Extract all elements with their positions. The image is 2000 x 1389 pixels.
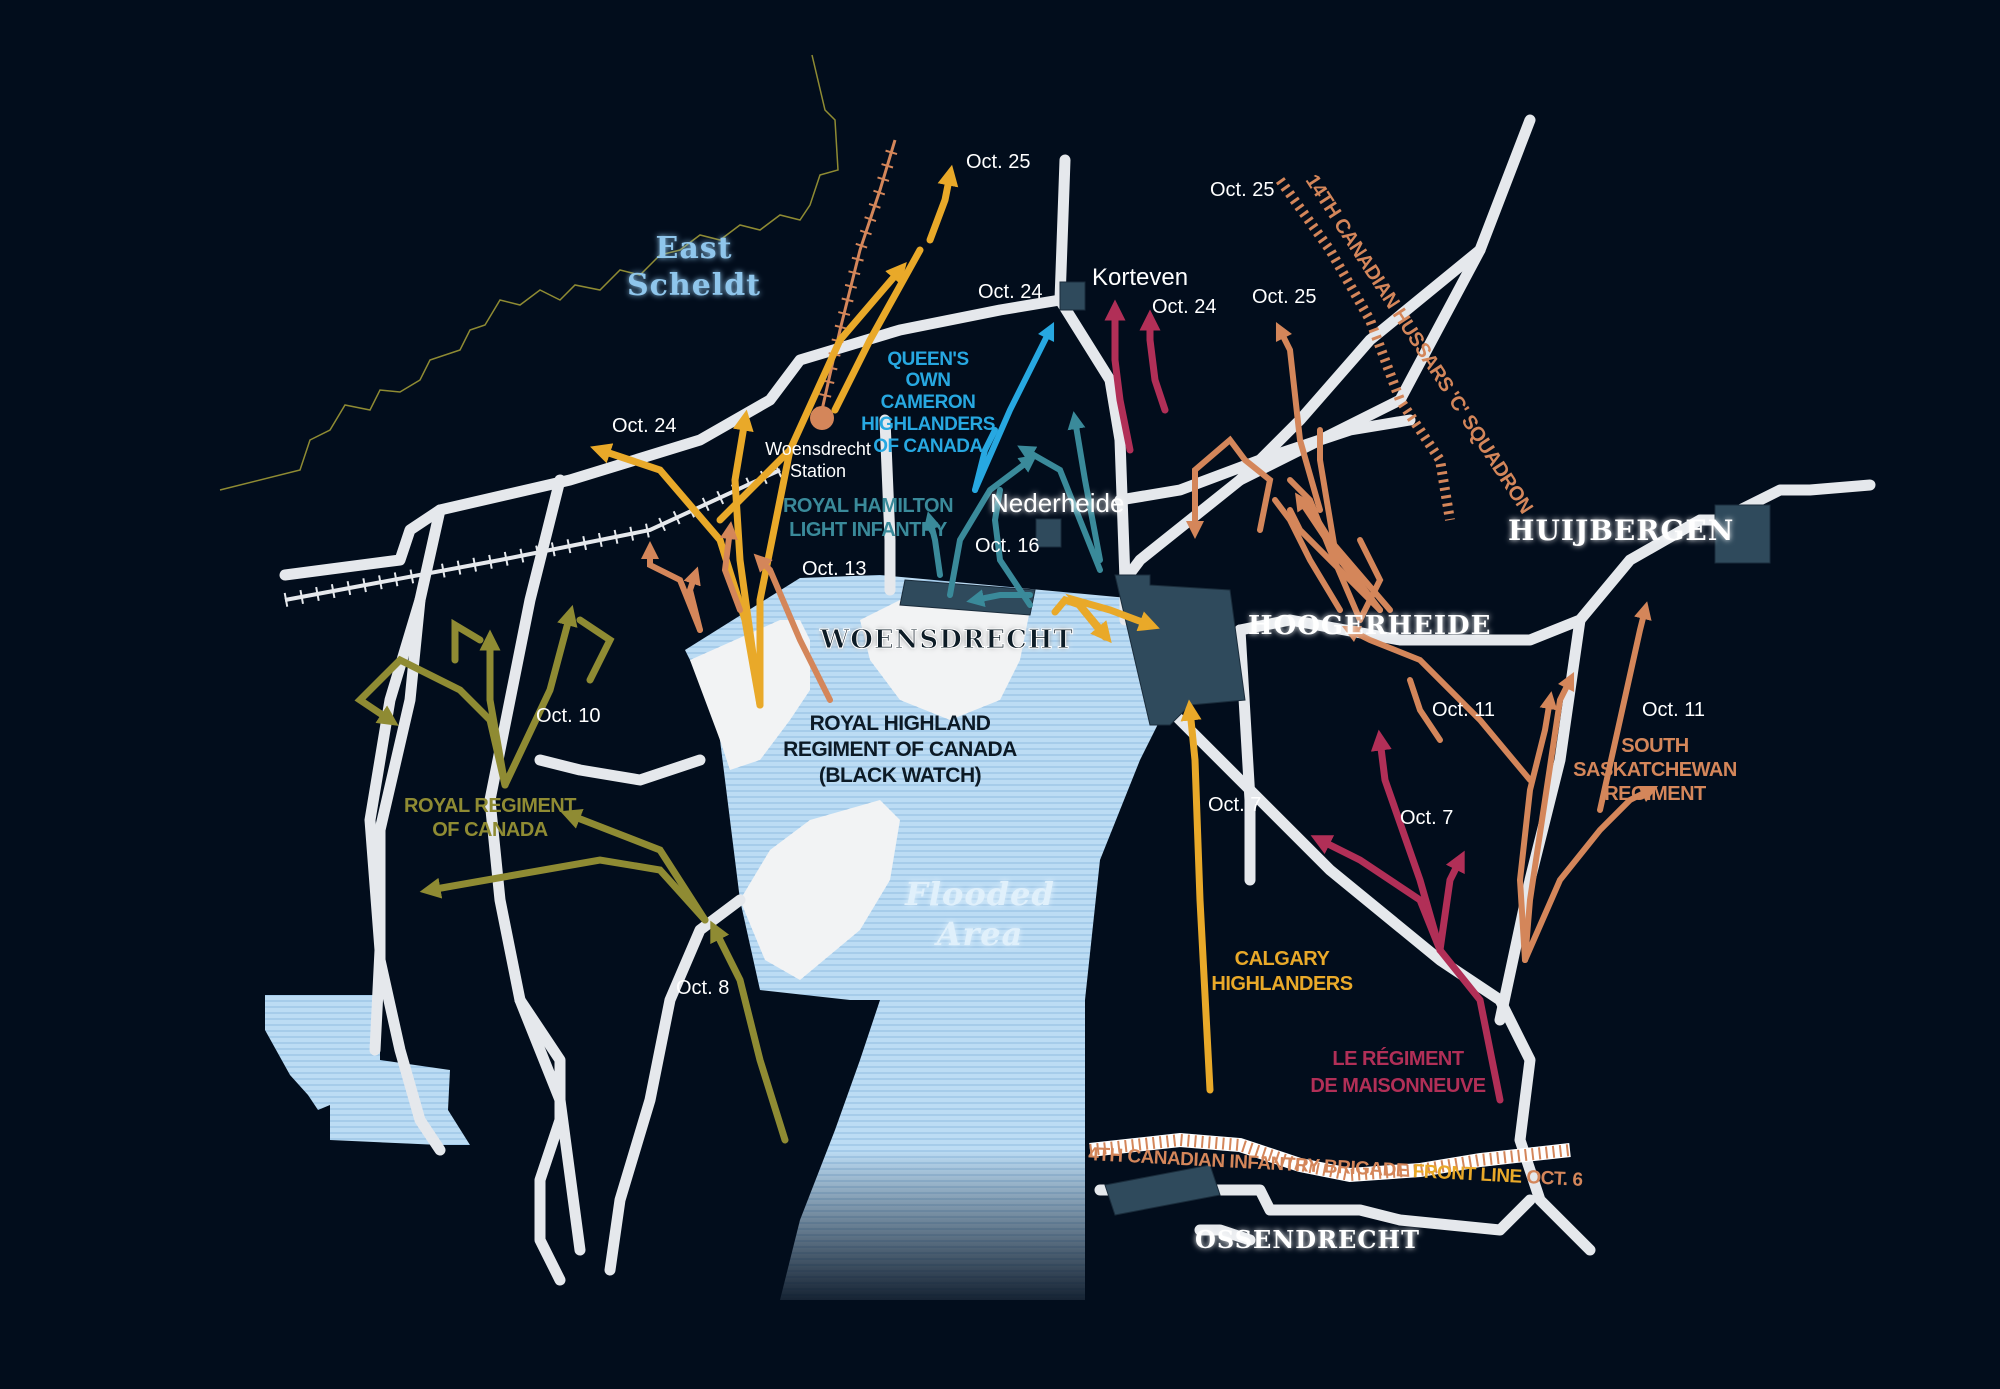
hoogerheide-label: HOOGERHEIDE (1248, 611, 1491, 641)
royal-regiment-label-1: ROYAL REGIMENT (404, 795, 576, 817)
hussars-screen (1275, 177, 1455, 521)
coastline (219, 54, 839, 491)
date-oct8: Oct. 8 (676, 977, 729, 999)
date-oct24-west: Oct. 24 (612, 415, 676, 437)
camerons-label-3: CAMERON (881, 392, 976, 413)
black-watch-label-3: (BLACK WATCH) (819, 764, 981, 787)
korteven-label: Korteven (1092, 264, 1188, 291)
black-watch-label-1: ROYAL HIGHLAND (810, 712, 991, 735)
flooded-label: Flooded (904, 875, 1055, 913)
nederheide-label: Nederheide (990, 488, 1124, 518)
south-sask-label-3: REGIMENT (1604, 783, 1706, 805)
station-label-2: Station (790, 461, 846, 481)
black-watch-arrows (641, 521, 833, 703)
date-oct10: Oct. 10 (536, 705, 600, 727)
date-labels: Oct. 25 Oct. 25 Oct. 25 Oct. 24 Oct. 24 … (536, 151, 1705, 999)
station-label: Woensdrecht (765, 439, 871, 459)
maisonneuve-label-1: LE RÉGIMENT (1332, 1047, 1463, 1070)
camerons-label-5: OF CANADA (873, 436, 983, 457)
calgary-label-1: CALGARY (1235, 948, 1331, 970)
polders (690, 600, 1030, 980)
date-oct11-b: Oct. 11 (1642, 699, 1705, 721)
black-watch-label-2: REGIMENT OF CANADA (783, 738, 1017, 761)
calgary-label-2: HIGHLANDERS (1211, 973, 1352, 995)
camerons-label-4: HIGHLANDERS (861, 414, 995, 435)
royal-regiment-label-2: OF CANADA (432, 819, 548, 841)
ossendrecht-label: OSSENDRECHT (1195, 1225, 1420, 1254)
camerons-label-1: QUEEN'S (887, 349, 968, 370)
east-scheldt-label-2: Scheldt (627, 268, 761, 303)
south-sask-label-1: SOUTH (1621, 735, 1689, 757)
woensdrecht-label: WOENSDRECHT (819, 625, 1074, 655)
camerons-label-2: OWN (906, 370, 951, 391)
front-line-suffix: OCT. 6 (1521, 1167, 1583, 1191)
maisonneuve-arrows (1104, 299, 1504, 1104)
date-oct24-red: Oct. 24 (1152, 296, 1216, 318)
camerons-arrows (972, 321, 1055, 493)
flooded-label-2: Area (934, 915, 1024, 953)
date-oct11-a: Oct. 11 (1432, 699, 1495, 721)
date-oct7-calgary: Oct. 7 (1208, 794, 1261, 816)
station-marker (810, 406, 834, 430)
east-scheldt-label: East (655, 231, 732, 266)
rhli-label-2: LIGHT INFANTRY (789, 519, 948, 541)
south-sask-arrows (1186, 321, 1659, 963)
royal-regiment-arrows (354, 604, 789, 1144)
front-line (1089, 1132, 1571, 1183)
huijbergen-label: HUIJBERGEN (1508, 514, 1734, 547)
date-oct25-hussars: Oct. 25 (1210, 179, 1274, 201)
date-oct24-korteven: Oct. 24 (978, 281, 1042, 303)
date-oct13: Oct. 13 (802, 558, 866, 580)
place-labels: East Scheldt Korteven Nederheide HUIJBER… (627, 231, 1734, 1254)
calgary-arrows (590, 164, 1214, 1094)
rhli-label-1: ROYAL HAMILTON (783, 495, 953, 517)
maisonneuve-label-2: DE MAISONNEUVE (1310, 1075, 1485, 1097)
south-sask-label-2: SASKATCHEWAN (1573, 759, 1737, 781)
rhli-arrows (923, 411, 1103, 608)
date-oct25-east: Oct. 25 (1252, 286, 1316, 308)
date-oct16: Oct. 16 (975, 535, 1039, 557)
unit-labels: QUEEN'S OWN CAMERON HIGHLANDERS OF CANAD… (404, 349, 1737, 1097)
date-oct7-maisonneuve: Oct. 7 (1400, 807, 1453, 829)
date-oct25-north: Oct. 25 (966, 151, 1030, 173)
